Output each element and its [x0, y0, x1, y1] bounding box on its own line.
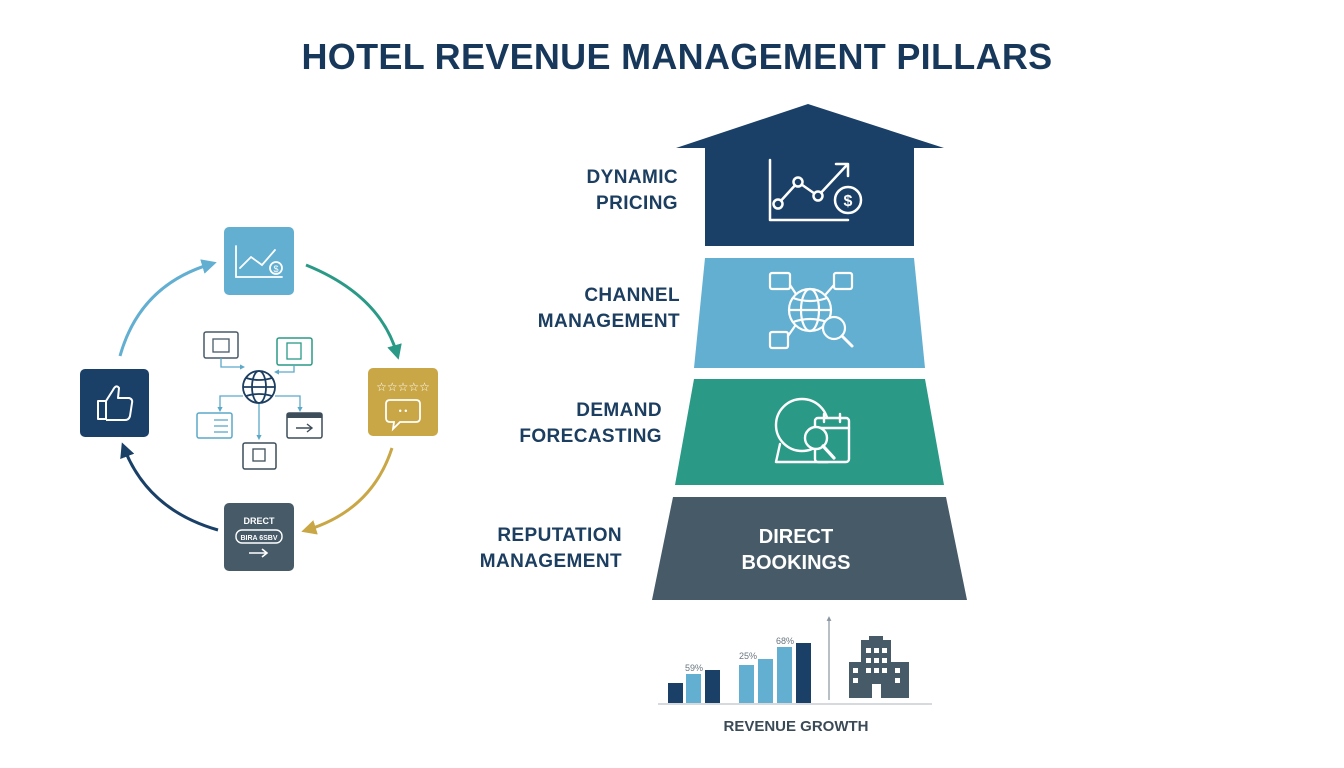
direct-booking-pill-text: BIRA 6SBV: [240, 535, 277, 542]
chart-bar: [796, 643, 811, 703]
shopping-bag-icon: [242, 442, 277, 470]
pillar-demand-forecasting: [675, 379, 944, 485]
chat-bubble-icon: • •: [385, 399, 421, 432]
pillar-label-demand-forecasting: DEMAND FORECASTING: [480, 398, 662, 450]
chart-bar: [777, 647, 792, 703]
revenue-growth-chart: 59% 25% 68% REVENUE GROWTH: [658, 616, 932, 735]
cycle-arrow: [301, 447, 394, 535]
chart-caption: REVENUE GROWTH: [723, 718, 868, 735]
pillar-label-line: MANAGEMENT: [479, 551, 622, 572]
cycle-node-pricing: $: [224, 227, 294, 295]
chart-bar: [686, 674, 701, 703]
bar-annotation: 25%: [739, 651, 757, 661]
pillar-dynamic-pricing: $: [676, 104, 944, 246]
pillar-inner-label: DIRECT: [759, 526, 833, 548]
globe-network-icon: [768, 271, 854, 350]
flight-ticket-icon: [286, 412, 323, 439]
star-rating-icon: ☆☆☆☆☆: [376, 380, 430, 394]
hotel-building-icon: [849, 636, 909, 698]
hotel-listing-icon: [203, 331, 239, 359]
cycle-arrow: [305, 263, 402, 360]
pillar-label-line: DEMAND: [576, 400, 662, 421]
svg-text:$: $: [844, 193, 853, 210]
pillar-label-line: FORECASTING: [519, 426, 662, 447]
pillar-channel-management: [694, 258, 925, 368]
direct-booking-label: DRECT: [244, 516, 276, 526]
pillar-label-line: CHANNEL: [584, 285, 680, 306]
cycle-arrow: [120, 442, 219, 532]
pillar-label-dynamic-pricing: DYNAMIC PRICING: [520, 165, 678, 217]
pillar-label-line: DYNAMIC: [586, 167, 678, 188]
cycle-node-reputation: [80, 369, 149, 437]
svg-text:$: $: [273, 264, 278, 274]
arrow-right-icon: [249, 548, 269, 558]
cycle-node-reviews: ☆☆☆☆☆ • •: [368, 368, 438, 436]
hub-connectors: [217, 358, 303, 441]
cycle-node-direct-booking: DRECT BIRA 6SBV: [224, 503, 294, 571]
globe-icon: [242, 370, 276, 404]
bar-annotation: 68%: [776, 636, 794, 646]
pillar-label-reputation-management: REPUTATION MANAGEMENT: [440, 523, 622, 575]
line-chart-dollar-icon: $: [235, 245, 283, 278]
thumbs-up-icon: [97, 385, 134, 421]
chart-bars: [668, 643, 811, 703]
svg-text:• •: • •: [399, 406, 408, 416]
page-title: HOTEL REVENUE MANAGEMENT PILLARS: [301, 36, 1053, 77]
chart-bar: [668, 683, 683, 703]
bar-annotation: 59%: [685, 663, 703, 673]
pillar-label-line: PRICING: [596, 193, 678, 214]
revenue-cycle: $ ☆☆☆☆☆ • • DRECT BIRA 6SBV: [80, 227, 438, 571]
pillar-label-channel-management: CHANNEL MANAGEMENT: [500, 283, 680, 335]
building-listing-icon: [276, 337, 313, 366]
pyramid: $: [652, 104, 967, 600]
pillar-direct-bookings: DIRECT BOOKINGS: [652, 497, 967, 600]
pillar-inner-label: BOOKINGS: [742, 552, 851, 574]
pillar-label-line: REPUTATION: [497, 525, 622, 546]
line-chart-dollar-icon: $: [768, 158, 863, 222]
chart-bar: [739, 665, 754, 703]
booking-pill-icon: [235, 529, 283, 544]
pillar-label-line: MANAGEMENT: [537, 311, 680, 332]
cycle-arrow: [118, 259, 217, 357]
chart-bar: [705, 670, 720, 703]
cycle-hub: [196, 331, 323, 470]
chart-bar: [758, 659, 773, 703]
booking-card-icon: [196, 412, 233, 439]
crystal-ball-calendar-icon: [774, 397, 851, 464]
